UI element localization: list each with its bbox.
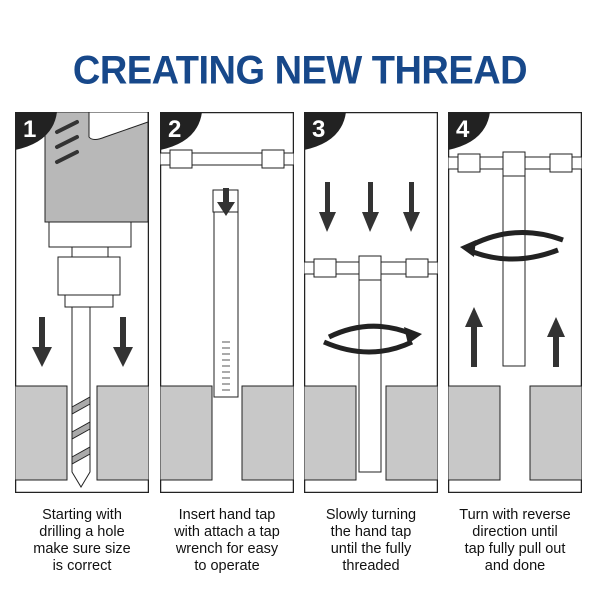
step-4-caption: Turn with reverse direction until tap fu… — [440, 507, 590, 575]
step-badge — [304, 112, 346, 150]
down-arrow-icon — [113, 317, 133, 367]
step-number: 2 — [168, 116, 182, 143]
caption-line: with attach a tap — [174, 524, 280, 540]
step-3-panel: 3 — [304, 112, 438, 493]
page-title: CREATING NEW THREAD — [72, 48, 528, 94]
step-badge — [160, 112, 202, 150]
caption-line: make sure size — [33, 541, 131, 557]
tap-turning-illustration — [304, 112, 438, 493]
rotate-counterclockwise-icon — [466, 230, 564, 250]
rotate-clockwise-icon — [327, 323, 413, 340]
caption-line: Starting with — [42, 507, 122, 523]
tap-removal-illustration — [448, 112, 582, 493]
step-number: 4 — [456, 116, 470, 143]
caption-line: direction until — [472, 524, 558, 540]
step-2-panel: 2 — [160, 112, 294, 493]
caption-line: tap fully pull out — [464, 541, 566, 557]
caption-line: wrench for easy — [175, 541, 279, 557]
caption-line: and done — [484, 558, 546, 574]
step-badge — [448, 112, 490, 150]
tap-insert-illustration — [160, 112, 294, 493]
step-3-caption: Slowly turning the hand tap until the fu… — [296, 507, 446, 575]
drill-illustration — [15, 112, 149, 493]
caption-line: is correct — [52, 558, 112, 574]
caption-line: until the fully — [330, 541, 412, 557]
caption-line: to operate — [194, 558, 260, 574]
caption-line: Insert hand tap — [178, 507, 276, 523]
step-badge — [15, 112, 57, 150]
caption-line: threaded — [342, 558, 400, 574]
down-arrow-icon — [217, 188, 235, 216]
step-1-panel: 1 — [15, 112, 149, 493]
step-number: 3 — [312, 116, 326, 143]
caption-line: drilling a hole — [39, 524, 125, 540]
step-number: 1 — [23, 116, 37, 143]
down-arrow-icon — [32, 317, 52, 367]
caption-line: Turn with reverse — [459, 507, 571, 523]
step-2-caption: Insert hand tap with attach a tap wrench… — [152, 507, 302, 575]
up-arrow-icon — [465, 307, 565, 367]
caption-line: Slowly turning — [325, 507, 417, 523]
caption-line: the hand tap — [330, 524, 412, 540]
step-1-caption: Starting with drilling a hole make sure … — [7, 507, 157, 575]
step-4-panel: 4 — [448, 112, 582, 493]
